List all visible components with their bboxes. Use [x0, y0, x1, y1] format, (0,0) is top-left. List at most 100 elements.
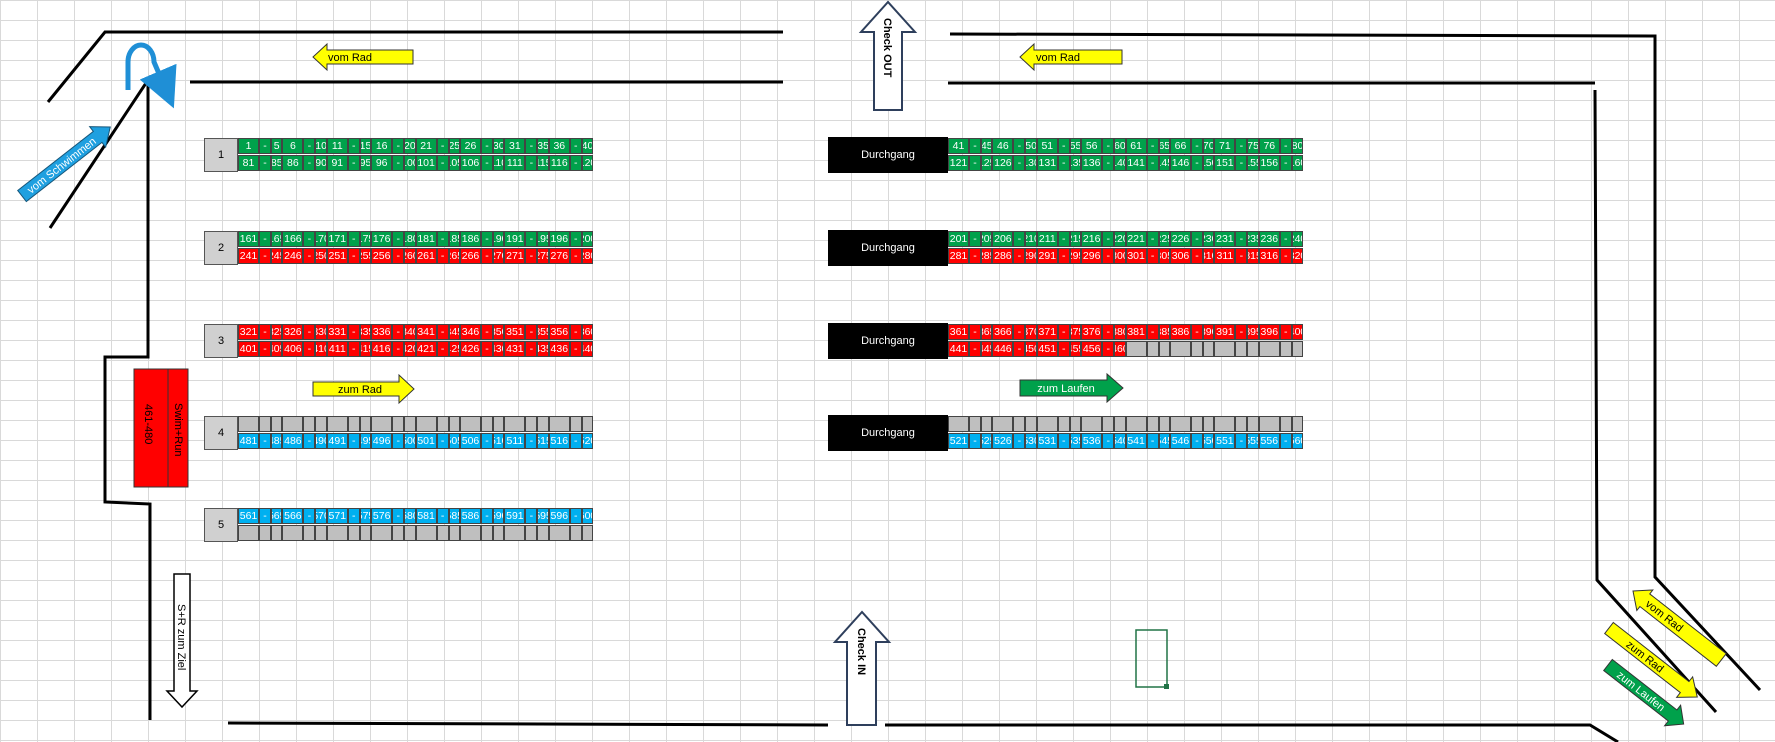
rack-cell-range-dash[interactable]: -	[1102, 341, 1115, 357]
rack-cell-range-start[interactable]: 246	[282, 248, 304, 264]
rack-cell-range-start[interactable]: 151	[1214, 155, 1236, 171]
rack-cell-range-end[interactable]: 345	[448, 324, 460, 340]
rack-cell-range-dash[interactable]	[1191, 341, 1203, 357]
rack-cell-range-start[interactable]	[1125, 341, 1147, 357]
rack-cell-range-dash[interactable]: -	[969, 341, 981, 357]
rack-cell-range-dash[interactable]	[1013, 416, 1026, 432]
rack-cell-range-end[interactable]: 60	[1114, 138, 1126, 154]
rack-cell-range-end[interactable]	[448, 416, 460, 432]
rack-cell-range-end[interactable]: 270	[493, 248, 505, 264]
rack-cell-range-end[interactable]: 565	[271, 508, 283, 524]
rack-cell-range-start[interactable]	[282, 525, 304, 541]
rack-cell-range-start[interactable]: 1	[238, 138, 259, 154]
rack-cell-range-end[interactable]: 395	[1247, 324, 1259, 340]
rack-cell-range-end[interactable]: 55	[1069, 138, 1082, 154]
rack-cell-range-end[interactable]: 180	[404, 231, 416, 247]
rack-cell-range-end[interactable]: 535	[1069, 433, 1082, 449]
rack-cell-range-start[interactable]: 556	[1258, 433, 1280, 449]
rack-cell-range-end[interactable]: 145	[1158, 155, 1170, 171]
rack-cell-range-end[interactable]: 40	[581, 138, 594, 154]
rack-cell-range-end[interactable]	[1114, 416, 1126, 432]
rack-cell-range-start[interactable]: 501	[415, 433, 437, 449]
rack-cell-range-start[interactable]: 206	[992, 231, 1014, 247]
rack-cell-range-end[interactable]	[1203, 416, 1215, 432]
rack-cell-range-end[interactable]: 105	[448, 155, 460, 171]
rack-cell-range-start[interactable]: 11	[326, 138, 348, 154]
rack-cell-range-end[interactable]: 210	[1025, 231, 1037, 247]
rack-cell-range-end[interactable]: 245	[271, 248, 283, 264]
rack-cell-range-dash[interactable]: -	[481, 248, 493, 264]
rack-cell-range-end[interactable]: 175	[359, 231, 372, 247]
rack-cell-range-start[interactable]	[371, 416, 393, 432]
rack-cell-range-dash[interactable]: -	[1013, 324, 1026, 340]
rack-cell-range-dash[interactable]	[1235, 416, 1248, 432]
rack-cell-range-start[interactable]: 386	[1170, 324, 1191, 340]
rack-cell-range-start[interactable]: 121	[948, 155, 969, 171]
rack-cell-range-dash[interactable]: -	[303, 138, 316, 154]
rack-cell-range-start[interactable]: 21	[415, 138, 437, 154]
rack-cell-range-dash[interactable]: -	[1279, 324, 1292, 340]
rack-cell-range-dash[interactable]: -	[1057, 324, 1070, 340]
rack-cell-range-dash[interactable]	[481, 525, 493, 541]
rack-cell-range-end[interactable]: 575	[359, 508, 372, 524]
rack-cell-range-dash[interactable]: -	[1102, 324, 1115, 340]
rack-cell-range-end[interactable]: 495	[359, 433, 372, 449]
rack-cell-range-end[interactable]: 220	[1114, 231, 1126, 247]
rack-cell-range-dash[interactable]: -	[1102, 231, 1115, 247]
rack-cell-range-end[interactable]: 110	[493, 155, 505, 171]
rack-cell-range-start[interactable]: 571	[326, 508, 348, 524]
rack-cell-range-start[interactable]: 311	[1214, 248, 1236, 264]
rack-cell-range-end[interactable]: 240	[1291, 231, 1304, 247]
rack-cell-range-dash[interactable]: -	[969, 155, 981, 171]
rack-cell-range-end[interactable]: 580	[404, 508, 416, 524]
rack-cell-range-dash[interactable]: -	[481, 138, 493, 154]
rack-cell-range-end[interactable]: 140	[1114, 155, 1126, 171]
rack-cell-range-end[interactable]	[1247, 416, 1259, 432]
rack-cell-range-end[interactable]	[271, 416, 283, 432]
rack-cell-range-end[interactable]: 100	[404, 155, 416, 171]
rack-cell-range-dash[interactable]: -	[1146, 433, 1159, 449]
rack-cell-range-dash[interactable]: -	[1013, 433, 1026, 449]
rack-cell-range-dash[interactable]: -	[1057, 248, 1070, 264]
rack-cell-range-dash[interactable]: -	[303, 155, 316, 171]
rack-cell-range-dash[interactable]: -	[569, 155, 582, 171]
rack-cell-range-dash[interactable]: -	[569, 433, 582, 449]
rack-cell-range-end[interactable]: 545	[1158, 433, 1170, 449]
rack-cell-range-dash[interactable]	[1146, 341, 1159, 357]
rack-cell-range-dash[interactable]: -	[436, 433, 449, 449]
rack-cell-range-end[interactable]: 440	[581, 341, 594, 357]
rack-cell-range-end[interactable]: 25	[448, 138, 460, 154]
rack-cell-range-start[interactable]	[1170, 341, 1191, 357]
rack-cell-range-start[interactable]	[460, 416, 481, 432]
rack-cell-range-start[interactable]	[326, 416, 348, 432]
rack-cell-range-start[interactable]: 221	[1125, 231, 1147, 247]
rack-cell-range-start[interactable]: 211	[1036, 231, 1058, 247]
rack-cell-range-end[interactable]: 15	[359, 138, 372, 154]
rack-cell-range-start[interactable]: 236	[1258, 231, 1280, 247]
rack-cell-range-start[interactable]: 516	[548, 433, 570, 449]
rack-cell-range-end[interactable]: 555	[1247, 433, 1259, 449]
rack-cell-range-end[interactable]: 315	[1247, 248, 1259, 264]
rack-cell-range-dash[interactable]: -	[392, 248, 405, 264]
rack-cell-range-start[interactable]: 96	[371, 155, 393, 171]
rack-cell-range-dash[interactable]: -	[1057, 433, 1070, 449]
rack-cell-range-end[interactable]: 130	[1025, 155, 1037, 171]
rack-cell-range-end[interactable]: 595	[537, 508, 549, 524]
rack-cell-range-dash[interactable]	[1235, 341, 1248, 357]
rack-cell-range-dash[interactable]	[259, 416, 271, 432]
rack-cell-range-start[interactable]	[1214, 416, 1236, 432]
rack-cell-range-dash[interactable]: -	[1013, 138, 1026, 154]
row-label[interactable]: 1	[204, 138, 238, 172]
rack-cell-range-end[interactable]: 380	[1114, 324, 1126, 340]
rack-cell-range-start[interactable]: 441	[948, 341, 969, 357]
rack-cell-range-start[interactable]: 326	[282, 324, 304, 340]
rack-cell-range-end[interactable]: 375	[1069, 324, 1082, 340]
rack-cell-range-dash[interactable]: -	[1191, 231, 1203, 247]
rack-cell-range-end[interactable]	[1158, 416, 1170, 432]
rack-cell-range-dash[interactable]: -	[436, 341, 449, 357]
rack-cell-range-dash[interactable]: -	[1235, 248, 1248, 264]
rack-cell-range-start[interactable]: 376	[1081, 324, 1103, 340]
rack-cell-range-end[interactable]: 190	[493, 231, 505, 247]
rack-cell-range-end[interactable]: 215	[1069, 231, 1082, 247]
rack-cell-range-start[interactable]: 161	[238, 231, 259, 247]
